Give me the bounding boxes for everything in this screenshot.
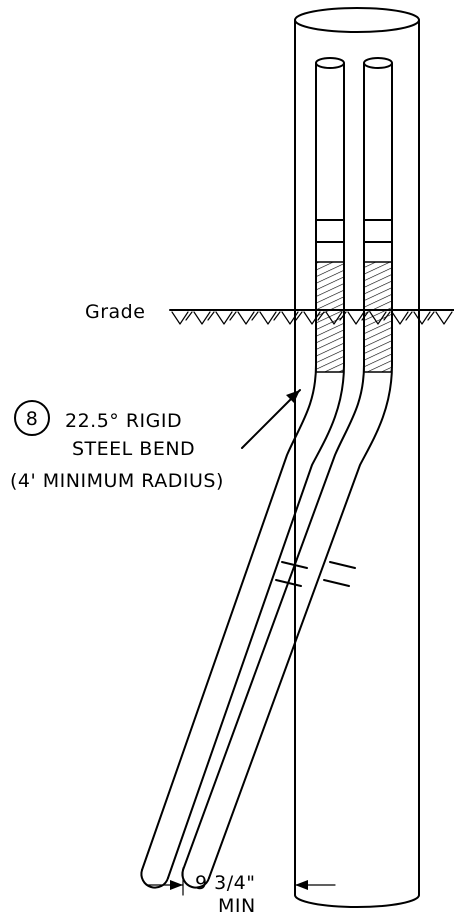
grade-label: Grade [85,301,145,323]
dimension-value: 9 3/4" [195,872,255,894]
dimension-note: MIN [218,895,256,915]
grade-line [169,309,454,325]
callout-line-1: 22.5° RIGID [65,410,182,432]
callout-line-2: STEEL BEND [72,438,195,460]
leader-arrow [286,390,300,403]
foundation-shaft [294,7,420,908]
callout-line-3: (4' MINIMUM RADIUS) [10,470,224,492]
callout-8: 8 [14,389,301,449]
dimension-min-spacing: 9 3/4" MIN [147,867,336,915]
conduit-left [140,57,345,889]
callout-number: 8 [26,408,39,430]
